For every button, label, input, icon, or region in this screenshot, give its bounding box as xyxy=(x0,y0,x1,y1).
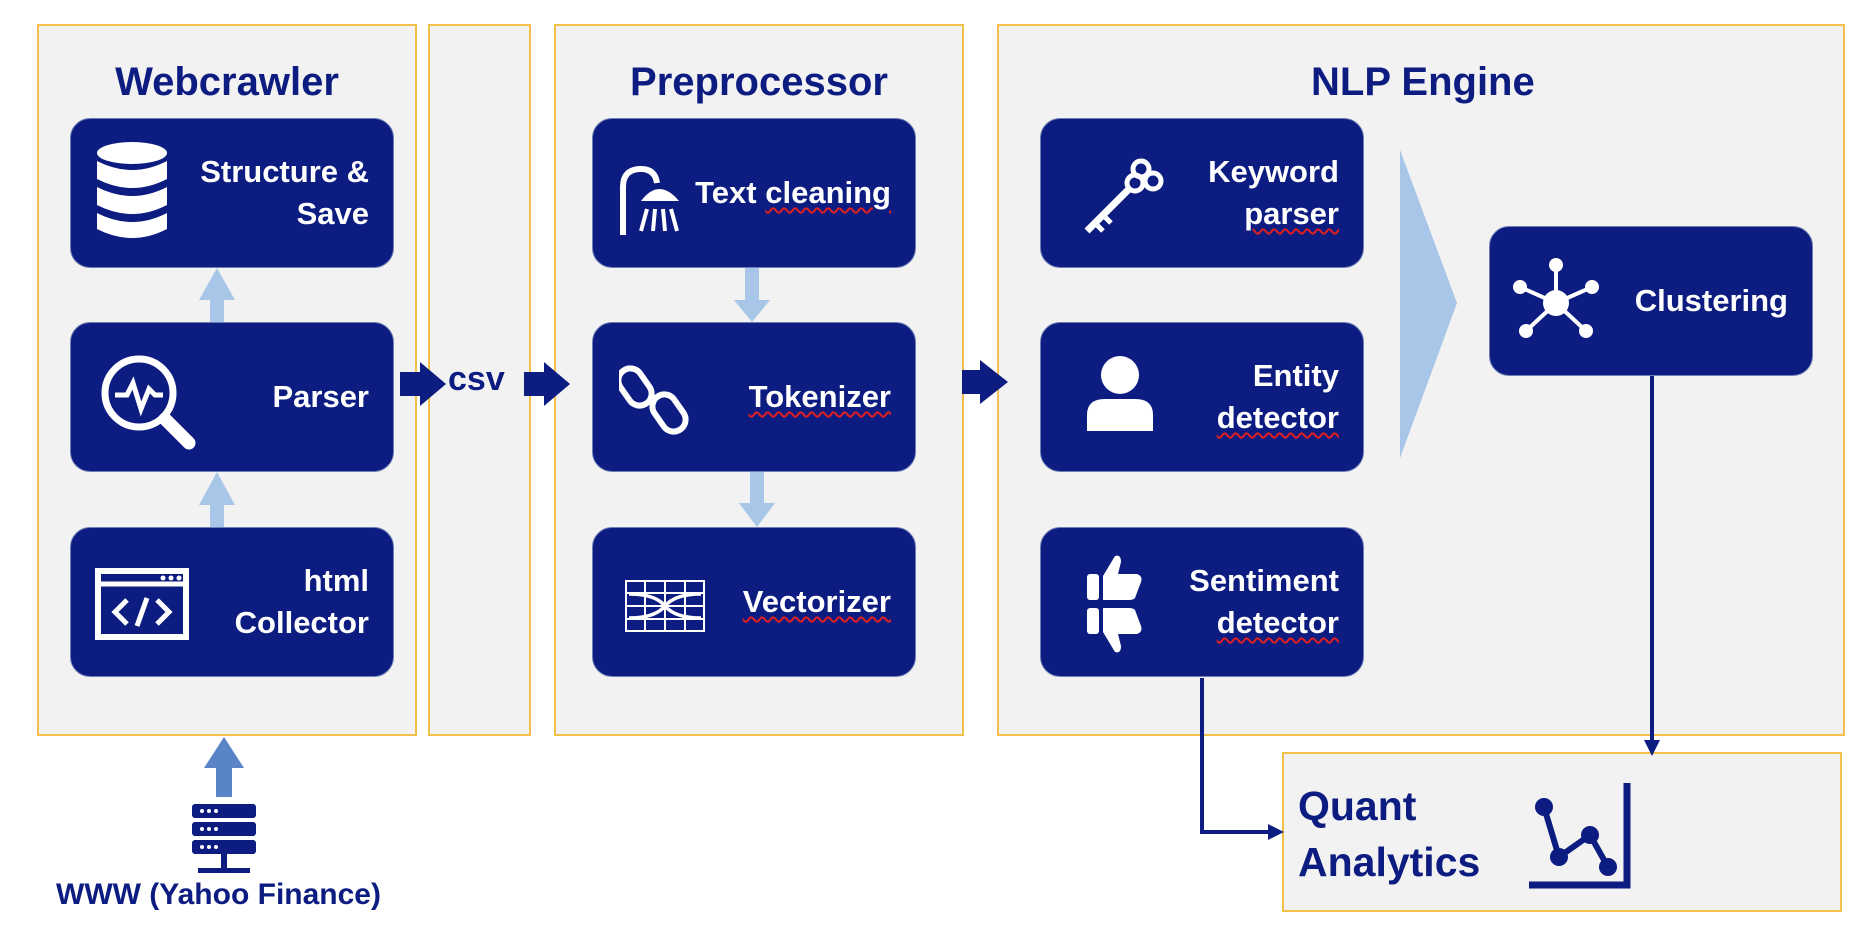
key-icon xyxy=(1079,155,1165,240)
tokenizer-label: Tokenizer xyxy=(748,379,891,414)
magnifier-pulse-icon xyxy=(99,353,199,458)
clustering-label: Clustering xyxy=(1634,283,1788,318)
vectorizer-box: Vectorizer xyxy=(592,527,916,677)
structure-save-box: Structure &Save xyxy=(70,118,394,268)
tokenizer-box: Tokenizer xyxy=(592,322,916,472)
parser-label: Parser xyxy=(272,379,369,414)
thumbs-up-down-icon xyxy=(1085,552,1145,661)
csv-label: csv xyxy=(448,360,505,398)
person-icon xyxy=(1085,355,1155,436)
database-icon xyxy=(95,141,169,246)
code-window-icon xyxy=(95,568,189,645)
chain-link-icon xyxy=(615,365,691,442)
line-chart-icon xyxy=(1524,779,1634,896)
webcrawler-title: Webcrawler xyxy=(115,60,339,104)
nlp-engine-title: NLP Engine xyxy=(1311,60,1535,104)
preprocessor-title: Preprocessor xyxy=(630,60,888,104)
network-node-icon xyxy=(1510,257,1602,352)
vectorizer-label: Vectorizer xyxy=(742,584,891,619)
csv-panel xyxy=(428,24,531,736)
shuffle-grid-icon xyxy=(625,580,705,637)
shower-icon xyxy=(617,163,683,240)
clustering-box: Clustering xyxy=(1489,226,1813,376)
parser-box: Parser xyxy=(70,322,394,472)
structure-save-label: Structure &Save xyxy=(200,154,369,231)
server-icon xyxy=(192,804,256,885)
text-cleaning-box: Text cleaning xyxy=(592,118,916,268)
text-cleaning-label: Text cleaning xyxy=(695,175,891,210)
source-label: WWW (Yahoo Finance) xyxy=(56,878,381,911)
